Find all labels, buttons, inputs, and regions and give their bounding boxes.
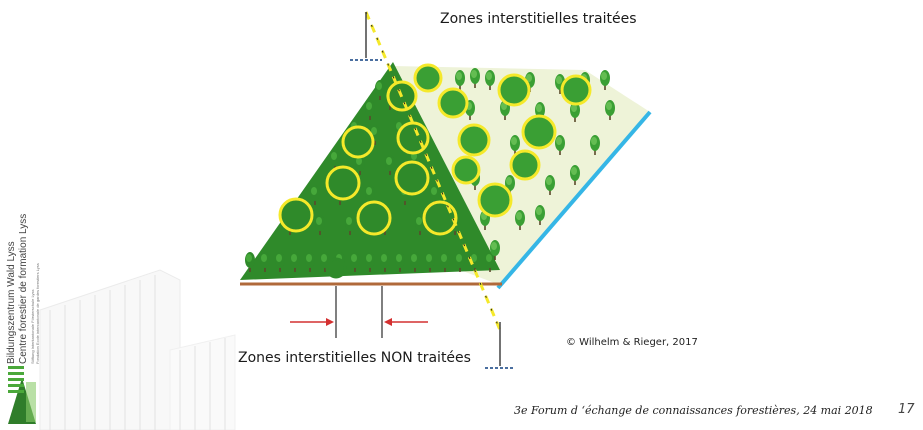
brand-block: Bildungszentrum Wald Lyss Centre foresti… [2,214,42,428]
forest-diagram [240,11,652,369]
building-background-image [39,269,236,430]
org-name-de: Bildungszentrum Wald Lyss [6,241,17,364]
untreated-highlighted-trees [278,80,458,279]
plot-edge-right [496,110,652,290]
image-credit: © Wilhelm & Rieger, 2017 [566,337,698,348]
spacing-arrows [290,286,428,338]
treated-highlighted-trees [413,63,592,218]
label-untreated-zones: Zones interstitielles NON traitées [238,350,471,366]
page-number: 17 [898,402,915,417]
boundary-line-dark [365,11,501,331]
logo-icon [8,366,36,424]
org-name-fr: Centre forestier de formation Lyss [18,213,29,364]
label-treated-zones: Zones interstitielles traitées [440,11,637,27]
footer-text: 3e Forum d ‘échange de connaissances for… [514,404,873,417]
org-small-line-2: Fondation Ecole intercantonale de gardes… [35,263,40,364]
